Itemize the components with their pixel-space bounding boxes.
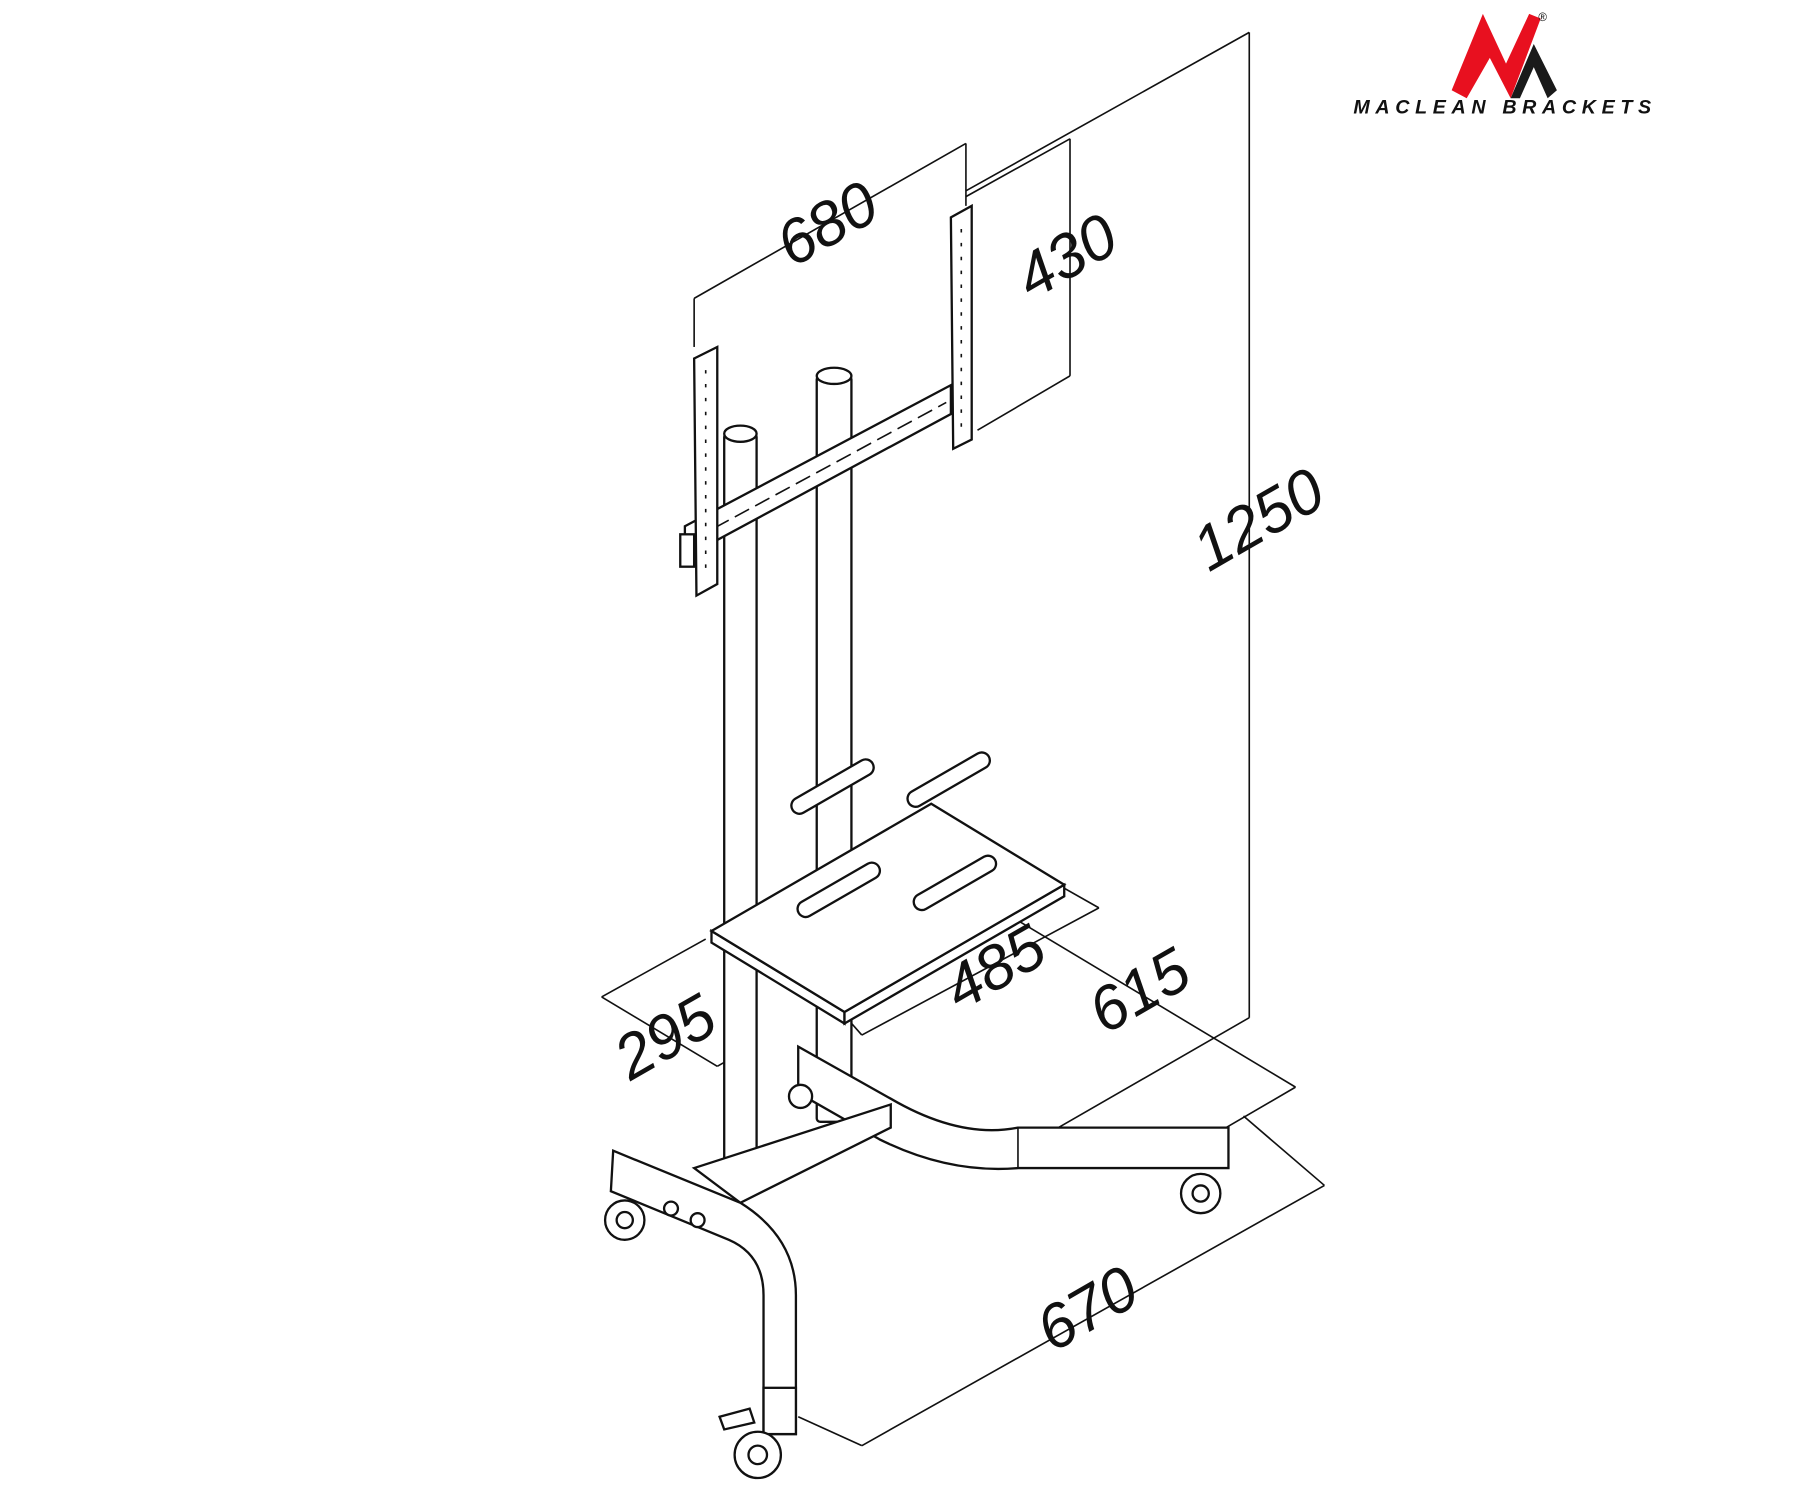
dim-670: 670 bbox=[1025, 1252, 1150, 1365]
dim-1250: 1250 bbox=[1181, 454, 1337, 584]
casters bbox=[603, 1083, 1222, 1480]
dim-430: 430 bbox=[1004, 200, 1129, 313]
brand-name: MACLEAN BRACKETS bbox=[1353, 96, 1651, 118]
shelf bbox=[709, 751, 1067, 1026]
dim-295: 295 bbox=[602, 981, 728, 1094]
brand-logo: ® MACLEAN BRACKETS bbox=[1353, 12, 1651, 119]
dim-680: 680 bbox=[764, 168, 889, 281]
registered-mark: ® bbox=[1538, 12, 1547, 24]
vesa-bracket bbox=[679, 203, 973, 598]
dim-615: 615 bbox=[1077, 934, 1202, 1047]
base bbox=[609, 1044, 1230, 1436]
